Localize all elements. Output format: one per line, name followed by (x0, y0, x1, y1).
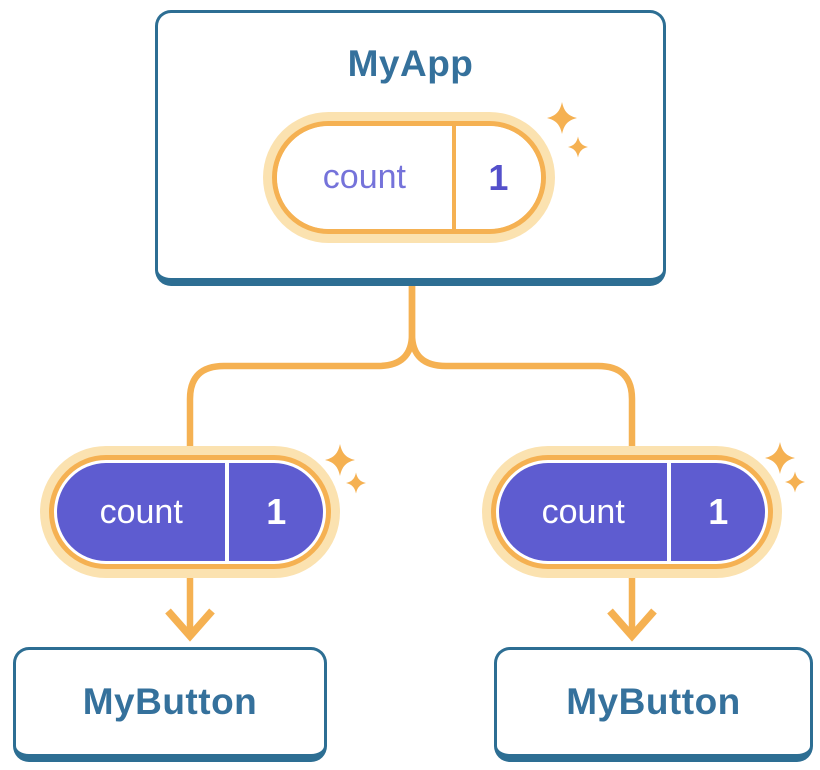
state-pill-ring: count 1 (272, 121, 546, 234)
sparkle-icon (325, 444, 355, 476)
component-label: MyButton (566, 681, 741, 722)
component-node-mybutton-right: MyButton (494, 647, 813, 762)
state-name: count (322, 158, 406, 196)
component-label: MyButton (82, 681, 258, 722)
state-pill-right-child: count 1 (482, 446, 782, 578)
state-pill-ring: count 1 (491, 455, 773, 569)
arrow-down-icon (607, 608, 657, 642)
state-pill-divider (225, 463, 230, 561)
sparkle-icon (346, 472, 366, 494)
component-label: MyApp (347, 43, 474, 84)
state-pill-root: count 1 (263, 112, 555, 243)
component-node-mybutton-left: MyButton (13, 647, 327, 762)
sparkle-icon (765, 442, 795, 474)
state-name: count (541, 492, 625, 531)
state-pill-divider (667, 463, 672, 561)
state-pill-body: count 1 (57, 463, 323, 561)
state-value: 1 (266, 491, 287, 532)
state-pill-ring: count 1 (49, 455, 331, 569)
arrow-down-icon (165, 608, 215, 642)
state-pill-divider (451, 126, 456, 229)
sparkle-icon (785, 471, 805, 493)
state-pill-body: count 1 (499, 463, 765, 561)
state-name: count (99, 492, 183, 531)
state-pill-body: count 1 (277, 126, 541, 229)
state-value: 1 (488, 156, 509, 198)
state-pill-left-child: count 1 (40, 446, 340, 578)
state-value: 1 (708, 491, 729, 532)
